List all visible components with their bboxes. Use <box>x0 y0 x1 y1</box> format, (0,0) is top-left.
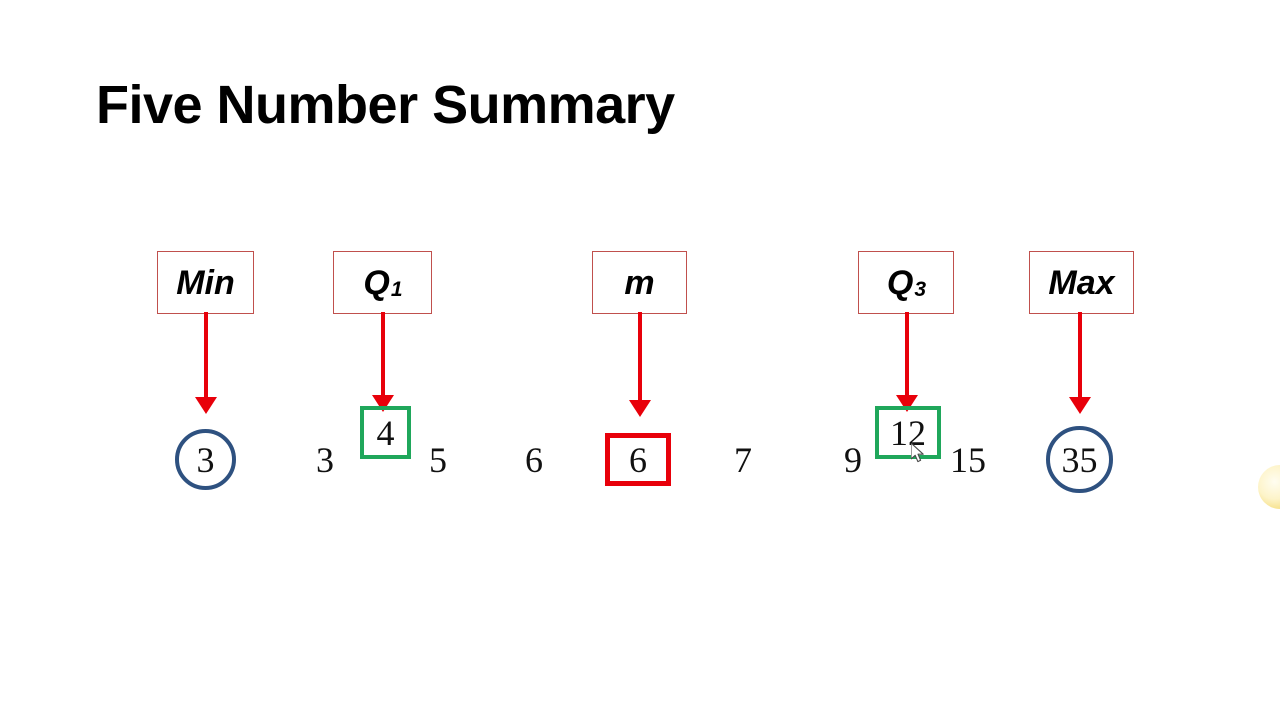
value-item-9: 15 <box>947 442 989 478</box>
label-box-m: m <box>592 251 687 314</box>
label-box-min-text: Min <box>176 263 235 302</box>
arrow-q3 <box>896 312 918 412</box>
value-q1-text: 4 <box>376 412 395 453</box>
value-median-box: 6 <box>605 433 671 486</box>
label-box-m-text: m <box>624 263 655 302</box>
value-item-6: 7 <box>728 442 758 478</box>
value-q3-text: 12 <box>890 412 926 453</box>
label-box-min: Min <box>157 251 254 314</box>
value-min-circle: 3 <box>175 429 236 490</box>
value-q3-box: 12 <box>875 406 941 459</box>
label-box-q3-text: Q <box>886 263 914 302</box>
value-item-7: 9 <box>838 442 868 478</box>
arrow-q1 <box>372 312 394 412</box>
arrow-m <box>629 312 651 417</box>
label-box-q1-subscript: 1 <box>390 278 403 301</box>
value-item-4-text: 6 <box>525 440 543 480</box>
arrow-max-shaft <box>1078 312 1082 397</box>
value-item-1-text: 3 <box>316 440 334 480</box>
value-max-text: 35 <box>1061 439 1098 480</box>
page-title: Five Number Summary <box>96 75 675 135</box>
arrow-min <box>195 312 217 414</box>
label-box-max: Max <box>1029 251 1134 314</box>
arrow-max <box>1069 312 1091 414</box>
label-box-q3-subscript: 3 <box>914 278 927 301</box>
arrow-min-head <box>195 397 217 414</box>
label-box-q1-text: Q <box>363 263 390 302</box>
decorative-glow-circle <box>1258 465 1280 509</box>
arrow-q3-shaft <box>905 312 909 395</box>
value-item-7-text: 9 <box>844 440 862 480</box>
arrow-max-head <box>1069 397 1091 414</box>
value-max-circle: 35 <box>1046 426 1113 493</box>
value-item-9-text: 15 <box>950 440 986 480</box>
arrow-min-shaft <box>204 312 208 397</box>
value-item-6-text: 7 <box>734 440 752 480</box>
value-min-text: 3 <box>196 439 215 480</box>
arrow-m-shaft <box>638 312 642 400</box>
value-item-1: 3 <box>310 442 340 478</box>
value-item-3-text: 5 <box>429 440 447 480</box>
label-box-max-text: Max <box>1048 263 1115 302</box>
value-item-4: 6 <box>519 442 549 478</box>
mouse-cursor-icon <box>911 443 924 463</box>
value-q1-box: 4 <box>360 406 411 459</box>
value-median-text: 6 <box>629 439 647 480</box>
value-item-3: 5 <box>423 442 453 478</box>
arrow-m-head <box>629 400 651 417</box>
arrow-q1-shaft <box>381 312 385 395</box>
